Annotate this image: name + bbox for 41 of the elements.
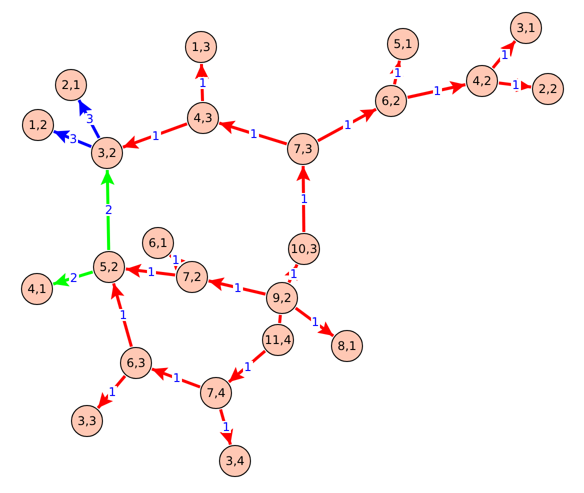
edge-label: 3: [68, 133, 78, 145]
arrow: [96, 375, 126, 409]
edge-label: 3: [85, 113, 95, 125]
arrow: [78, 99, 100, 139]
arrow: [208, 277, 266, 296]
arrow: [219, 408, 234, 446]
edge-label: 1: [108, 386, 118, 398]
arrow: [218, 120, 288, 146]
arrow: [498, 78, 532, 92]
edge-label: 1: [500, 48, 510, 60]
edge-label: 1: [198, 76, 208, 88]
edge-label: 2: [69, 272, 79, 284]
edge-label: 1: [172, 372, 182, 384]
arrow: [407, 81, 466, 99]
edge-label: 2: [104, 204, 114, 216]
edge-label: 1: [300, 193, 310, 205]
edge-label: 1: [432, 85, 442, 97]
edge-label: 1: [222, 421, 232, 433]
edge-label: 1: [249, 128, 259, 140]
arrow: [151, 368, 201, 388]
arrow: [110, 282, 133, 348]
edge-label: 1: [511, 79, 521, 91]
arrow: [296, 166, 310, 232]
edge-label: 1: [310, 316, 320, 328]
edge-label: 1: [243, 360, 253, 372]
edge-label: 1: [393, 66, 403, 78]
arrow: [126, 264, 176, 278]
arrow: [100, 170, 115, 250]
arrow: [53, 130, 92, 148]
arrow: [294, 306, 334, 338]
arrow: [228, 350, 266, 384]
edge-label: 1: [171, 254, 181, 266]
edge-label: 1: [118, 309, 128, 321]
edge-label: 1: [151, 130, 161, 142]
edge-label: 1: [233, 282, 243, 294]
arrow: [52, 270, 94, 286]
edge-label: 1: [343, 119, 353, 131]
arrow: [122, 122, 188, 149]
arrow: [317, 108, 377, 142]
edge-label: 1: [289, 268, 299, 280]
edge-label: 1: [146, 266, 156, 278]
